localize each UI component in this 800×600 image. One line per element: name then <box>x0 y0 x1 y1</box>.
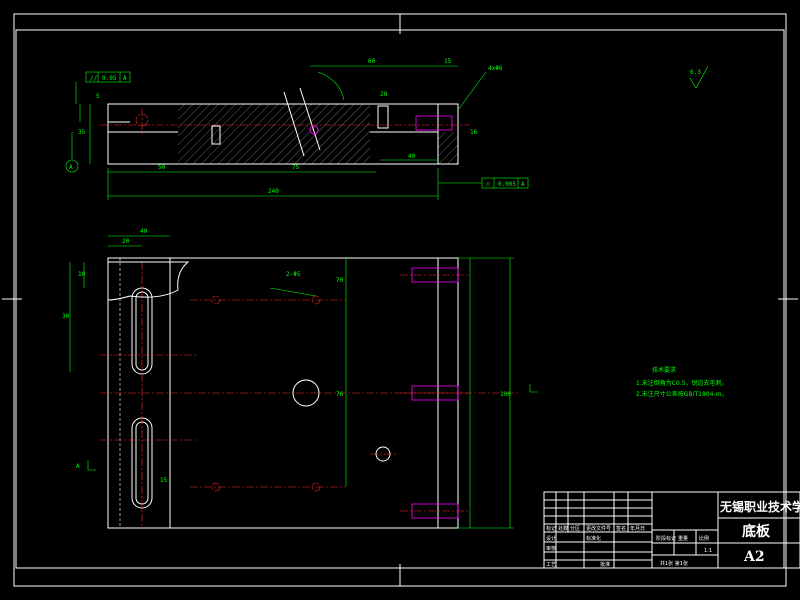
tb-row-4: 签名 <box>616 525 626 532</box>
dim-70p: 70 <box>336 277 344 284</box>
dim-holes: 4xΦ6 <box>488 65 503 72</box>
dim-15p: 15 <box>160 477 168 484</box>
dim-60: 60 <box>368 58 376 65</box>
dim-10p: 10 <box>78 271 86 278</box>
svg-text:0.05: 0.05 <box>102 75 117 82</box>
tb-row-5: 年月日 <box>630 525 645 532</box>
outer-border <box>13 13 787 587</box>
tb-row-3: 更改文件号 <box>586 525 611 532</box>
dim-76p: 76 <box>336 391 344 398</box>
dim-75: 75 <box>292 164 300 171</box>
tb-label-design: 设计 <box>546 535 556 542</box>
tb-part-name: 底板 <box>742 523 771 540</box>
tb-label-stage: 阶段标记 <box>656 535 676 542</box>
tech-item-1: 1.未注倒角为C0.5，锐边去毛刺。 <box>636 379 727 387</box>
svg-text:6.3: 6.3 <box>690 69 701 76</box>
svg-text:0.005: 0.005 <box>498 181 516 188</box>
dim-35: 35 <box>78 129 86 136</box>
tb-label-scale: 比例 <box>699 535 709 542</box>
plan-view: 40 20 30 10 70 76 15 2-Φ5 100 A <box>62 228 538 529</box>
tb-label-review: 审核 <box>546 545 556 552</box>
tb-row-1: 处数 <box>558 525 568 532</box>
tb-label-process: 工艺 <box>546 562 556 568</box>
svg-text://: // <box>90 75 98 82</box>
title-block: 标记 处数 分区 更改文件号 签名 年月日 设计 标准化 审核 工艺 批准 阶段… <box>543 491 800 569</box>
dim-240: 240 <box>268 188 279 195</box>
tb-school: 无锡职业技术学院 <box>719 499 800 514</box>
tb-label-standard: 标准化 <box>586 535 601 542</box>
tb-label-weight: 重量 <box>678 535 688 542</box>
dim-20p: 20 <box>122 238 130 245</box>
dim-40: 40 <box>408 153 416 160</box>
tech-requirements: 技术要求 1.未注倒角为C0.5，锐边去毛刺。 2.未注尺寸公差按GB/T180… <box>636 366 727 398</box>
tolerance-frame-top: // 0.05 A <box>75 71 131 104</box>
dim-30p: 30 <box>62 313 70 320</box>
dim-16: 16 <box>470 129 478 136</box>
dim-5: 5 <box>96 93 100 100</box>
dim-15: 15 <box>444 58 452 65</box>
dim-50: 50 <box>158 164 166 171</box>
dim-holes-plan: 2-Φ5 <box>286 271 301 278</box>
tb-row-0: 标记 <box>546 525 556 532</box>
tb-sheet-size: A2 <box>743 549 765 565</box>
tb-row-2: 分区 <box>570 525 580 532</box>
svg-text:A: A <box>69 164 73 171</box>
svg-text:A: A <box>76 463 80 470</box>
dim-40p: 40 <box>140 228 148 235</box>
dim-100p: 100 <box>500 391 511 398</box>
section-view: 240 50 75 60 15 35 5 40 16 4xΦ6 20 // 0.… <box>65 58 709 200</box>
tolerance-frame-bottom: ⌭ 0.005 A <box>438 177 529 189</box>
svg-text:A: A <box>521 181 525 188</box>
svg-text:⌭: ⌭ <box>486 181 491 188</box>
dim-20: 20 <box>380 91 388 98</box>
tech-item-2: 2.未注尺寸公差按GB/T1804-m。 <box>636 390 727 398</box>
tb-label-approve: 批准 <box>600 561 610 568</box>
tech-heading: 技术要求 <box>652 366 676 374</box>
datum-symbol: A <box>65 132 79 173</box>
svg-text:A: A <box>123 75 127 82</box>
tb-scale: 1:1 <box>704 548 712 554</box>
tb-sheet: 共1张 第1张 <box>660 560 688 567</box>
surface-finish-symbol: 6.3 <box>689 65 709 89</box>
